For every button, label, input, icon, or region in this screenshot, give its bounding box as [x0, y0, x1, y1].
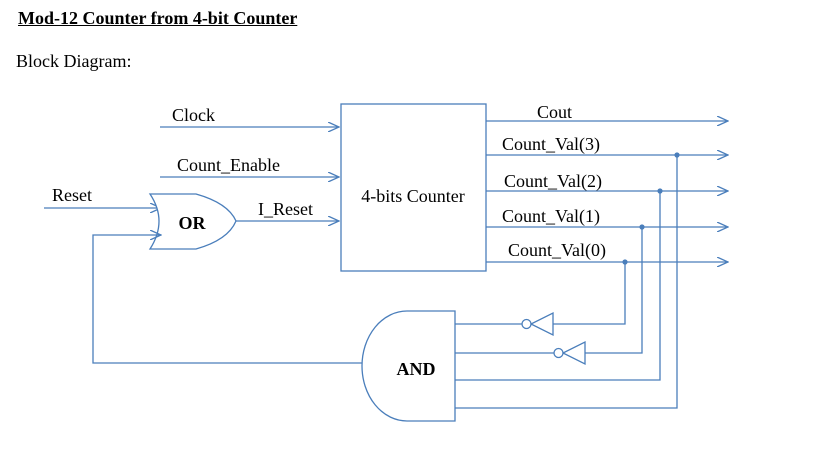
count-val-3-feedback-wire	[455, 155, 678, 409]
count-val-0-feedback-wire	[553, 262, 626, 325]
i-reset-label: I_Reset	[258, 199, 313, 219]
count-val-3-label: Count_Val(3)	[502, 134, 600, 155]
counter-block-label: 4-bits Counter	[361, 186, 465, 206]
clock-label: Clock	[172, 105, 215, 125]
count-val-1-inverter-bubble	[553, 347, 564, 359]
count-val-2-label: Count_Val(2)	[504, 171, 602, 192]
count-val-0-inverter	[529, 311, 554, 337]
or-gate-label: OR	[179, 213, 207, 233]
block-diagram-heading: Block Diagram:	[16, 51, 132, 71]
count-enable-label: Count_Enable	[177, 155, 280, 175]
page-title: Mod-12 Counter from 4-bit Counter	[18, 8, 298, 28]
count-val-0-label: Count_Val(0)	[508, 240, 606, 261]
and-gate-label: AND	[397, 359, 436, 379]
or-gate	[148, 193, 237, 250]
count-val-0-inverter-bubble	[521, 318, 532, 330]
cout-label: Cout	[537, 102, 572, 122]
and-gate	[361, 310, 456, 422]
reset-label: Reset	[52, 185, 92, 205]
counter-block	[340, 103, 487, 272]
count-val-1-feedback-wire	[585, 227, 643, 354]
count-val-1-label: Count_Val(1)	[502, 206, 600, 227]
and-to-or-feedback-wire	[92, 235, 362, 364]
count-val-2-feedback-wire	[455, 191, 661, 381]
count-val-1-inverter	[561, 340, 586, 366]
